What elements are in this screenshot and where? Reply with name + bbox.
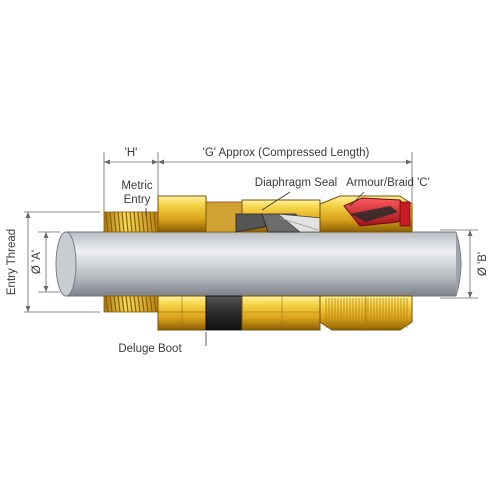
armour-braid-label: Armour/Braid 'C' [346,177,430,189]
thread-line [133,211,137,233]
thread-line [141,295,145,313]
thread-line [133,295,137,313]
h-dimension-label: 'H' [125,147,138,159]
thread-line [145,295,149,313]
leader-lines [145,191,365,346]
back-nut [319,295,413,331]
metric-entry-label-line1: Metric [121,180,153,192]
thread-line [109,295,113,313]
thread-line [105,211,109,233]
thread-line [113,211,117,233]
thread-line [129,211,133,233]
entry-thread-body [103,211,159,313]
metric-entry-label-line2: Entry [124,194,151,206]
diaphragm-seal [235,213,323,233]
diameter-b-label: Ø 'B' [477,252,489,276]
thread-line [149,295,153,313]
entry-thread-label: Entry Thread [6,229,18,295]
thread-line [149,211,153,233]
cable [55,231,462,297]
thread-line [109,211,113,233]
diaphragm-seal-label: Diaphragm Seal [255,177,337,189]
g-dimension-label: 'G' Approx (Compressed Length) [203,147,370,159]
thread-line [121,295,125,313]
thread-line [121,211,125,233]
thread-line [125,211,129,233]
armour-braid-cone [319,195,413,233]
thread-line [141,211,145,233]
deluge-boot-label: Deluge Boot [118,343,182,355]
thread-line [105,295,109,313]
diameter-a-label: Ø 'A' [31,250,43,274]
dimension-lines [24,152,478,313]
thread-line [153,295,157,313]
thread-line [113,295,117,313]
thread-line [153,211,157,233]
thread-line [117,211,121,233]
diagram-labels: 'H' 'G' Approx (Compressed Length) Metri… [6,147,489,355]
thread-line [137,211,141,233]
thread-line [125,295,129,313]
thread-line [137,295,141,313]
thread-line [117,295,121,313]
thread-line [129,295,133,313]
